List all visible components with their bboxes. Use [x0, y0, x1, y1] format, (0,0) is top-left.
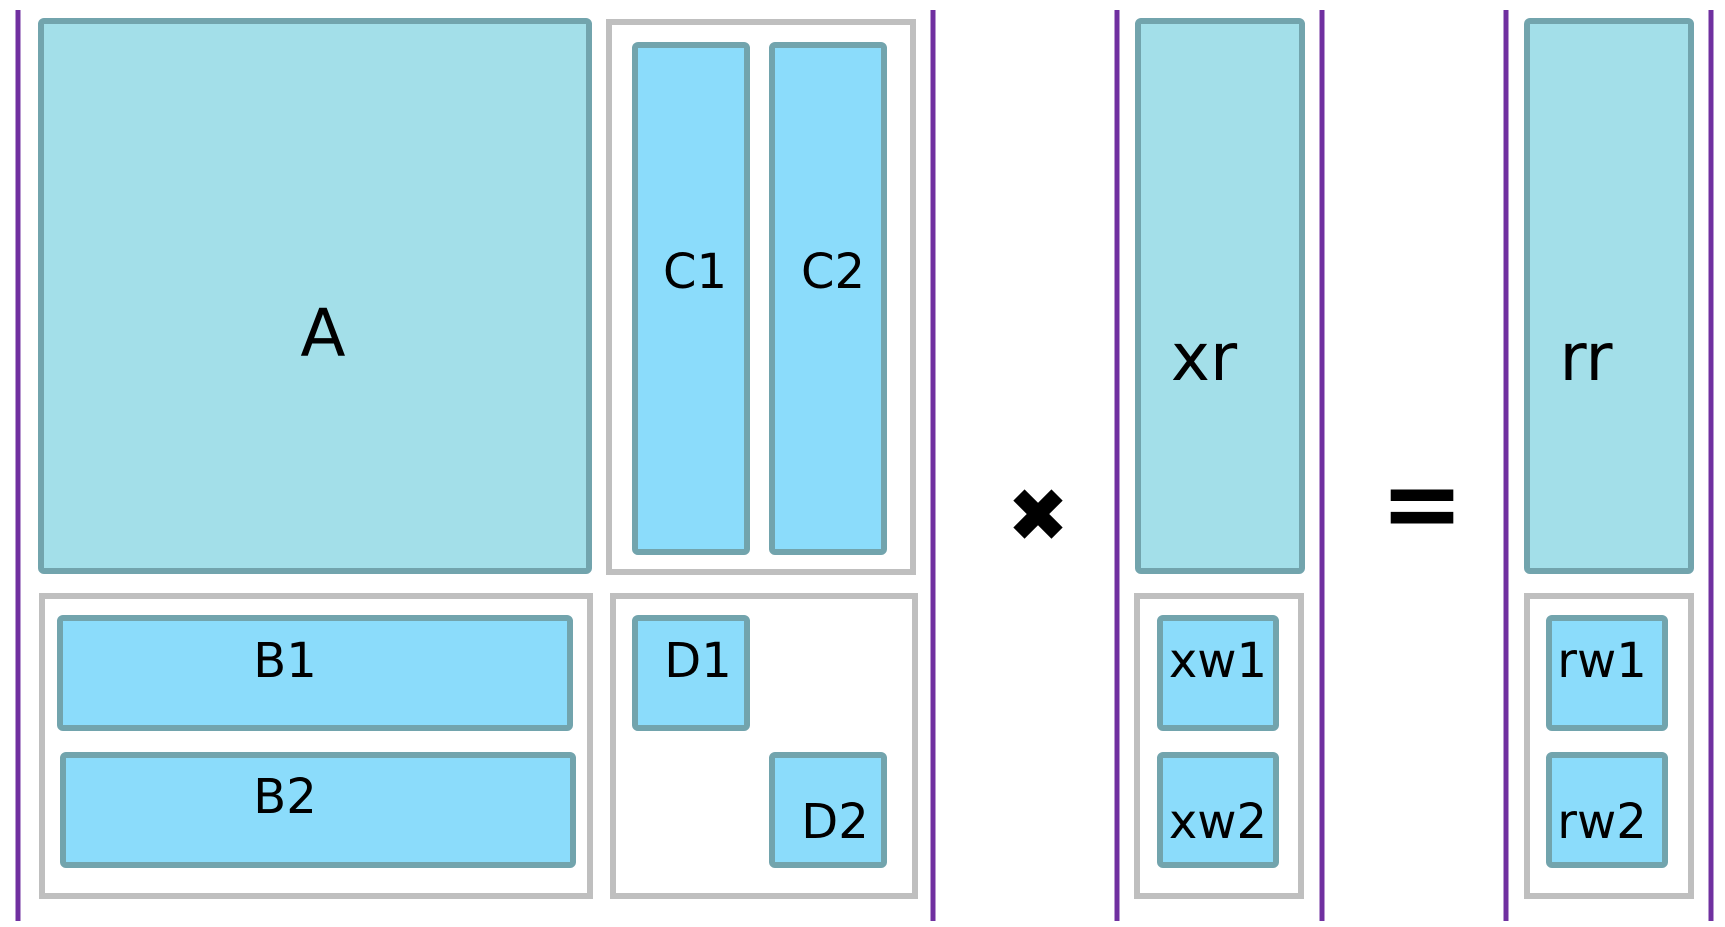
- block-B1: [57, 615, 573, 731]
- equals-operator: =: [1380, 445, 1464, 562]
- block-B2: [60, 752, 576, 868]
- label-B2: B2: [253, 769, 316, 825]
- label-rw2: rw2: [1557, 794, 1647, 850]
- block-C2: [769, 42, 887, 555]
- block-A: [38, 18, 592, 574]
- block-rr: [1524, 18, 1694, 574]
- block-xw1: [1157, 615, 1279, 731]
- label-xw2: xw2: [1169, 794, 1267, 850]
- label-D1: D1: [664, 633, 732, 689]
- block-xr: [1135, 18, 1305, 574]
- label-B1: B1: [253, 633, 316, 689]
- label-C2: C2: [801, 244, 865, 300]
- block-xw2: [1157, 752, 1279, 868]
- label-C1: C1: [663, 244, 727, 300]
- block-rw2: [1546, 752, 1668, 868]
- label-xw1: xw1: [1169, 633, 1267, 689]
- multiply-operator: ✖: [1007, 473, 1069, 559]
- block-C1: [632, 42, 750, 555]
- block-D2: [769, 752, 887, 868]
- label-rw1: rw1: [1557, 633, 1647, 689]
- block-D1: [632, 615, 750, 731]
- label-rr: rr: [1559, 319, 1613, 396]
- label-A: A: [300, 295, 345, 372]
- label-D2: D2: [801, 794, 869, 850]
- block-rw1: [1546, 615, 1668, 731]
- label-xr: xr: [1171, 319, 1238, 396]
